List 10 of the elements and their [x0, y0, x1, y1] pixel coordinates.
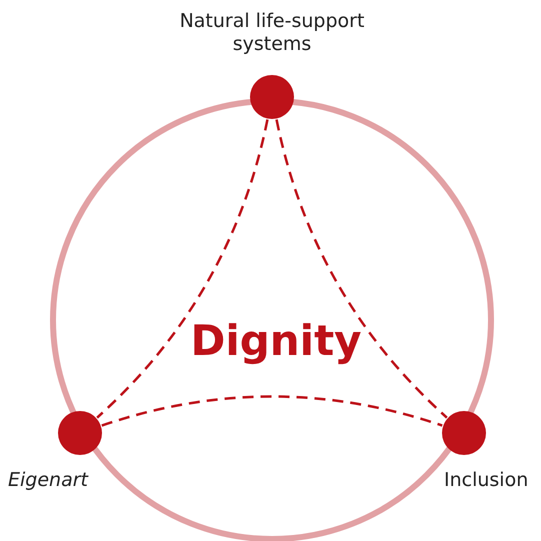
center-title: Dignity	[190, 320, 362, 362]
dashed-connector	[275, 119, 448, 419]
dashed-connector	[101, 395, 443, 427]
node-label: Inclusion	[444, 469, 530, 492]
node-dot	[250, 75, 294, 119]
node-dot	[58, 411, 102, 455]
node-label: Natural life-support systems	[178, 10, 366, 56]
dashed-connector	[96, 119, 269, 419]
node-label: Eigenart	[8, 469, 90, 492]
node-dot	[442, 411, 486, 455]
